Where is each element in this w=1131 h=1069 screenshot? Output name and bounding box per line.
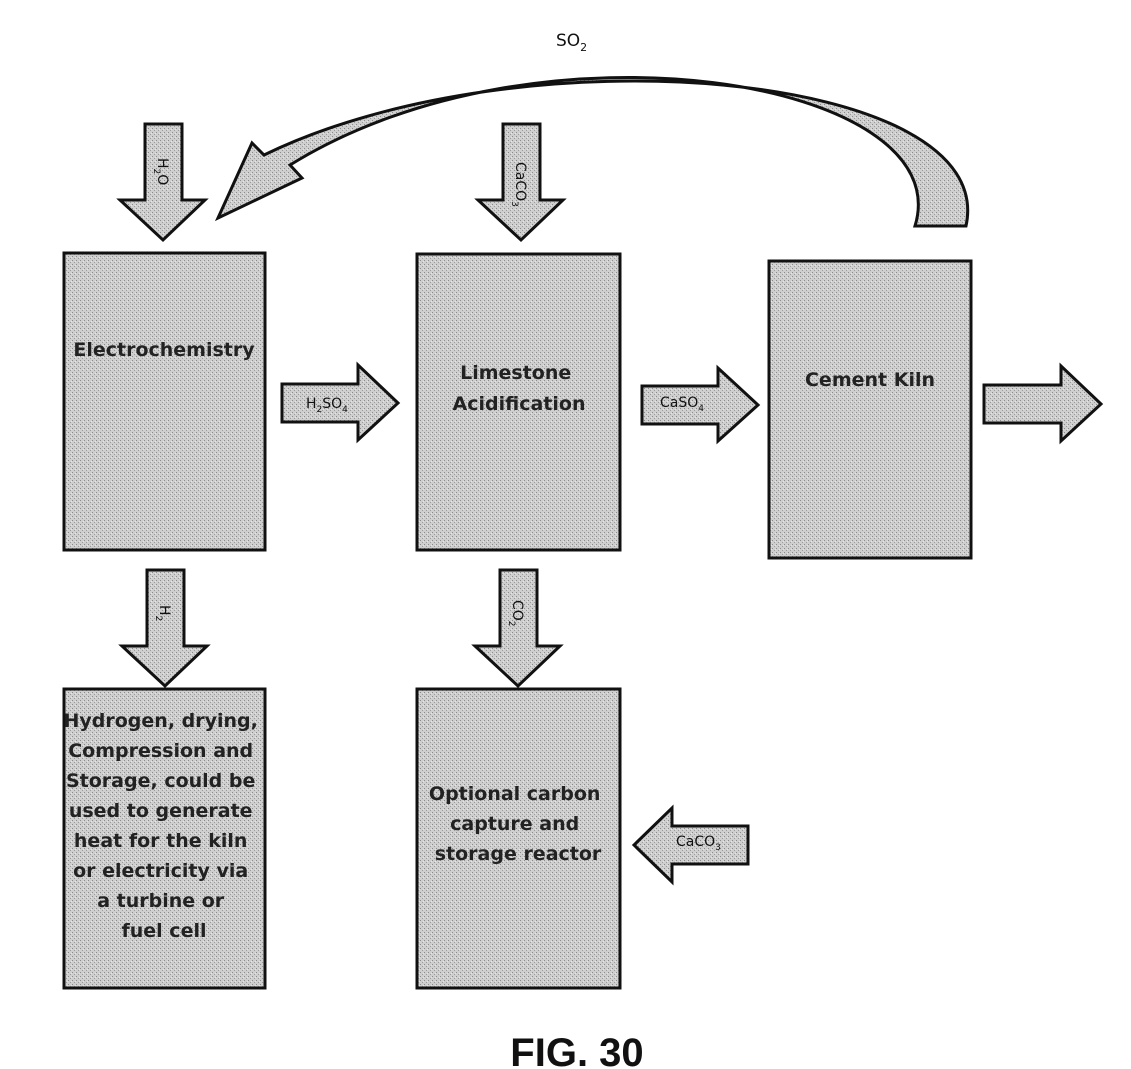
carbon-capture-box (417, 689, 620, 988)
carbon-capture-label: Optional carbon capture and storage reac… (429, 783, 607, 865)
co2-output-arrow (475, 570, 560, 686)
electrochemistry-label: Electrochemistry (73, 339, 255, 361)
cement-kiln-label: Cement Kiln (805, 369, 935, 391)
electrochemistry-box (64, 253, 265, 550)
cement-kiln-box (769, 261, 971, 558)
figure-label: FIG. 30 (510, 1031, 643, 1069)
kiln-output-arrow (984, 366, 1101, 441)
h2-output-arrow (122, 570, 207, 686)
so2-label: SO2 (556, 31, 587, 54)
so2-recycle-arrow (218, 77, 968, 226)
